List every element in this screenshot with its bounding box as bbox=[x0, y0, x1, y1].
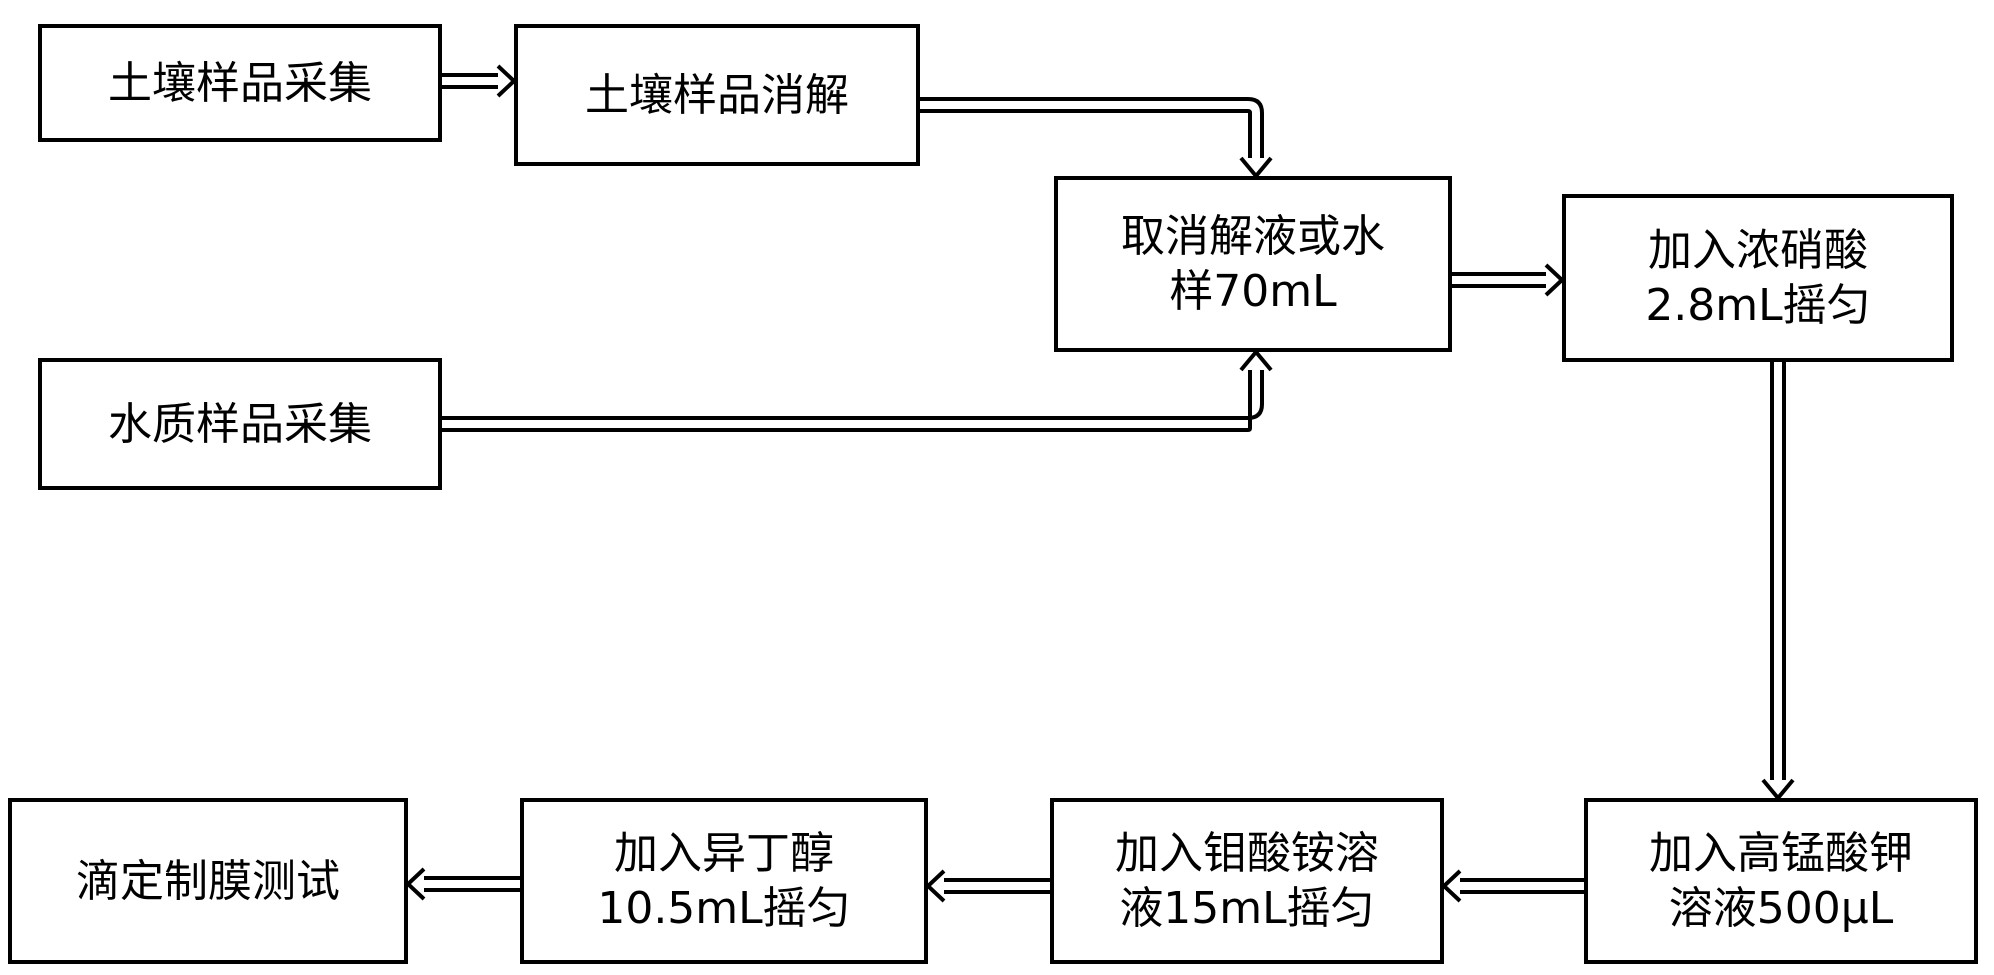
node-water-collect-label: 水质样品采集 bbox=[108, 398, 372, 450]
node-titrate-test: 滴定制膜测试 bbox=[8, 798, 408, 964]
arrow-molybdate-to-isobutanol bbox=[925, 869, 1050, 903]
node-add-kmno4: 加入高锰酸钾 溶液500μL bbox=[1584, 798, 1978, 964]
node-soil-digest: 土壤样品消解 bbox=[514, 24, 920, 166]
arrow-kmno4-to-molybdate bbox=[1441, 869, 1584, 903]
arrow-water-collect-to-take-liquid bbox=[442, 348, 1273, 432]
arrow-take-liquid-to-nitric bbox=[1452, 263, 1565, 297]
node-add-isobutanol: 加入异丁醇 10.5mL摇匀 bbox=[520, 798, 928, 964]
node-add-isobutanol-label: 加入异丁醇 10.5mL摇匀 bbox=[597, 828, 851, 934]
arrow-nitric-to-kmno4 bbox=[1761, 362, 1795, 802]
node-titrate-test-label: 滴定制膜测试 bbox=[76, 855, 340, 907]
node-take-liquid-label: 取消解液或水 样70mL bbox=[1121, 211, 1385, 317]
node-water-collect: 水质样品采集 bbox=[38, 358, 442, 490]
node-take-liquid: 取消解液或水 样70mL bbox=[1054, 176, 1452, 352]
arrow-isobutanol-to-titrate bbox=[405, 867, 520, 901]
node-soil-digest-label: 土壤样品消解 bbox=[585, 69, 849, 121]
arrow-soil-digest-to-take-liquid bbox=[920, 97, 1273, 180]
node-add-kmno4-label: 加入高锰酸钾 溶液500μL bbox=[1649, 828, 1913, 934]
node-soil-collect: 土壤样品采集 bbox=[38, 24, 442, 142]
node-add-molybdate-label: 加入钼酸铵溶 液15mL摇匀 bbox=[1115, 828, 1379, 934]
node-add-nitric-label: 加入浓硝酸 2.8mL摇匀 bbox=[1645, 225, 1871, 331]
arrow-soil-collect-to-digest bbox=[442, 64, 517, 98]
node-soil-collect-label: 土壤样品采集 bbox=[108, 57, 372, 109]
node-add-molybdate: 加入钼酸铵溶 液15mL摇匀 bbox=[1050, 798, 1444, 964]
node-add-nitric: 加入浓硝酸 2.8mL摇匀 bbox=[1562, 194, 1954, 362]
